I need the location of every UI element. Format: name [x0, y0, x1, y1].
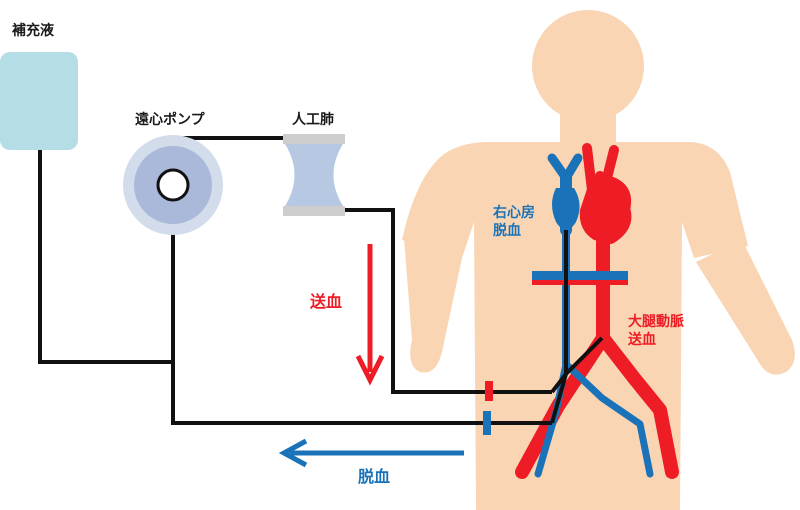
connector-arterial: [485, 381, 493, 401]
connector-venous: [483, 411, 491, 435]
tubing-fluid-to-pump: [38, 150, 173, 364]
iv-bag-icon: [0, 52, 78, 150]
tubing-drainage-line: [171, 190, 552, 425]
pump-rotor: [156, 168, 190, 202]
artificial-lung-label: 人工肺: [292, 112, 334, 128]
heart-chamber: [579, 175, 632, 242]
body-arm-left: [404, 238, 462, 373]
right-atrium: [552, 188, 580, 230]
femoral-artery-line2: 送血: [628, 331, 656, 348]
arterial-flow-arrow: [355, 244, 385, 386]
oxygenator-top-cap: [283, 134, 345, 144]
vessel-crossing-bar: [532, 271, 628, 285]
body-neck: [560, 100, 616, 145]
body-arm-right: [696, 240, 795, 375]
oxygenator-bottom-cap: [283, 206, 345, 216]
return-cannula: [550, 336, 604, 394]
venous-flow-label: 脱血: [358, 467, 391, 486]
tubing-lung-to-artery: [343, 208, 552, 394]
circuit-tubing: [38, 136, 604, 425]
femoral-vein-right: [562, 360, 654, 478]
centrifugal-pump-icon: [123, 135, 223, 235]
femoral-artery-line1: 大腿動脈: [628, 314, 684, 330]
arterial-flow-arrow-head: [355, 354, 385, 386]
arterial-flow-label: 送血: [310, 292, 343, 311]
oxygenator-body: [285, 144, 343, 206]
replacement-fluid-label: 補充液: [12, 23, 54, 39]
venous-flow-arrow: [278, 438, 464, 468]
right-atrium-drain-label: 右心房 脱血: [493, 205, 535, 240]
oxygenator-icon: [283, 134, 345, 216]
femoral-artery-label: 大腿動脈 送血: [628, 314, 684, 349]
venous-flow-arrow-head: [278, 438, 308, 468]
femoral-artery-right: [596, 331, 679, 479]
body-head: [532, 10, 644, 122]
right-atrium-drain-line2: 脱血: [493, 222, 521, 239]
crossing-bar-red: [532, 280, 628, 285]
centrifugal-pump-label: 遠心ポンプ: [135, 112, 205, 128]
right-atrium-drain-line1: 右心房: [493, 205, 535, 221]
crossing-bar-blue: [532, 271, 628, 280]
